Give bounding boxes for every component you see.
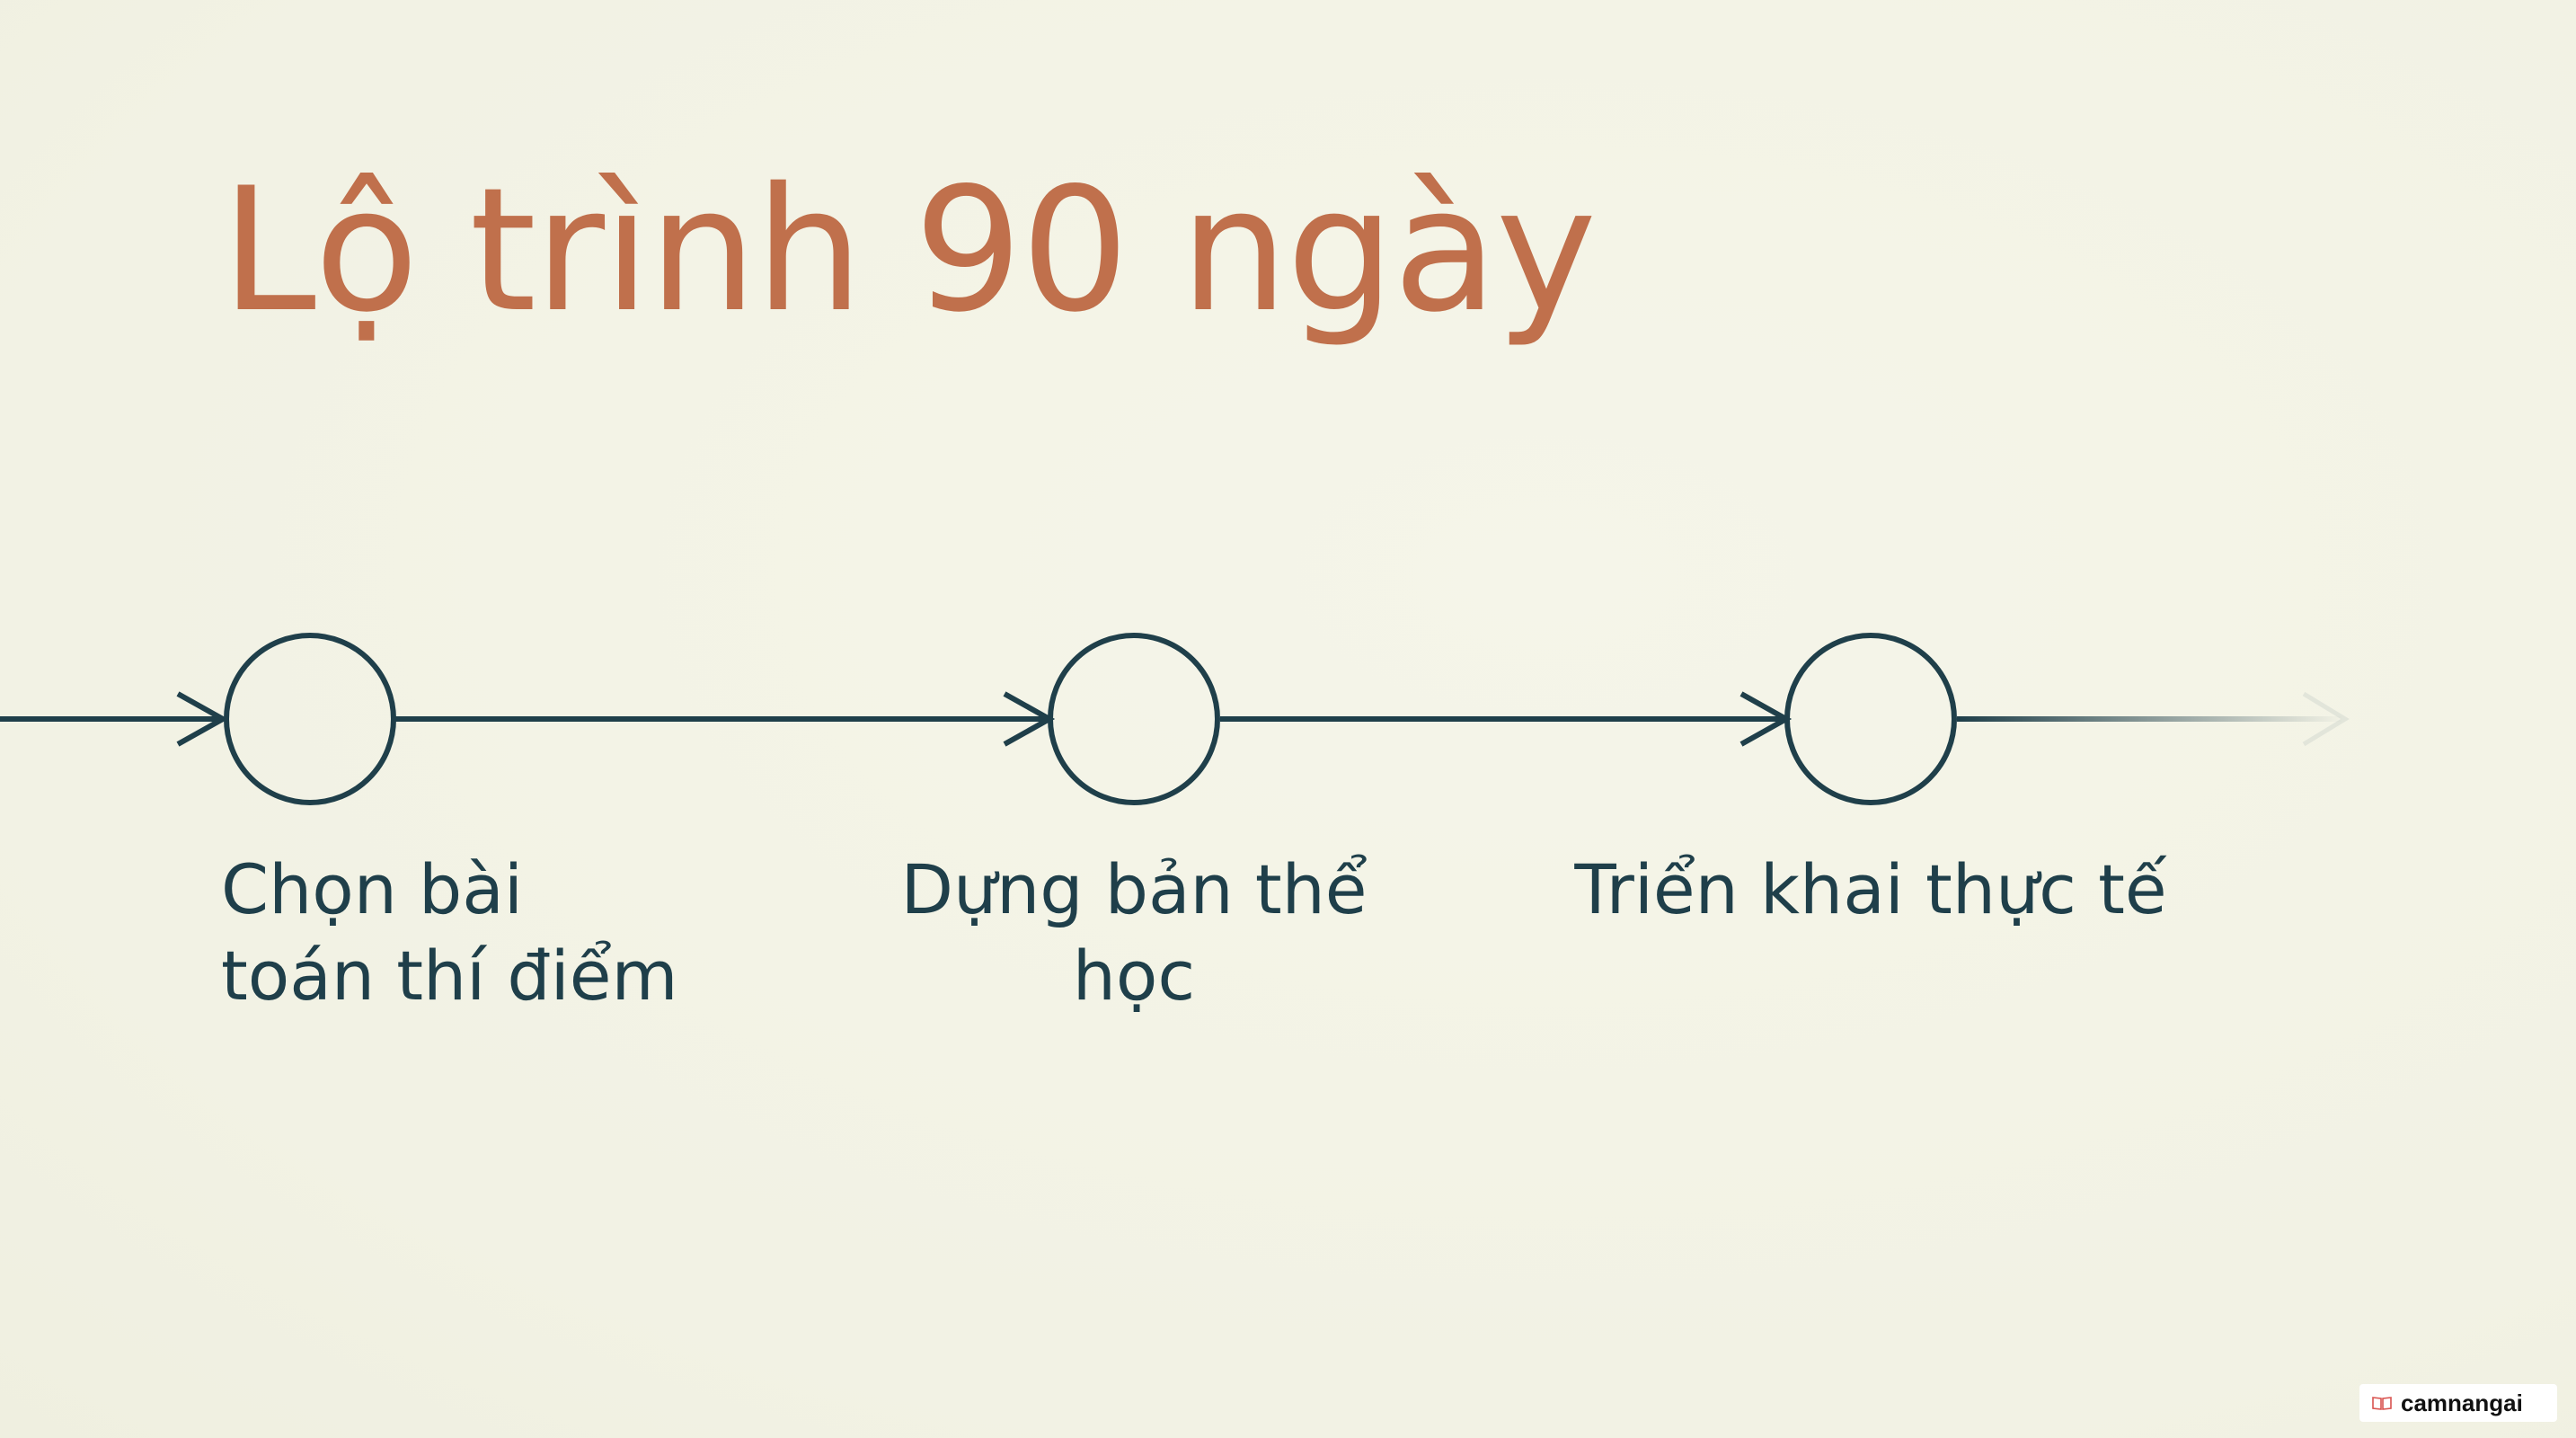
milestone-label-line: Chọn bài — [221, 849, 523, 929]
milestone-label-1: Chọn bài toán thí điểm — [221, 847, 678, 1019]
arrow-head-icon — [176, 691, 229, 747]
arrow-head-icon — [2302, 691, 2350, 747]
milestone-label-line: học — [1072, 936, 1196, 1016]
book-icon — [2372, 1397, 2392, 1410]
watermark-text: camnangai — [2401, 1389, 2523, 1416]
milestone-circle-3 — [1784, 633, 1957, 805]
milestone-label-line: Dựng bản thể — [900, 849, 1368, 929]
milestone-label-line: Triển khai thực tế — [1574, 849, 2167, 929]
watermark-badge: camnangai — [2359, 1384, 2557, 1422]
milestone-circle-1 — [224, 633, 396, 805]
slide-title: Lộ trình 90 ngày — [221, 151, 1597, 350]
milestone-label-line: toán thí điểm — [221, 936, 678, 1016]
milestone-circle-2 — [1048, 633, 1220, 805]
